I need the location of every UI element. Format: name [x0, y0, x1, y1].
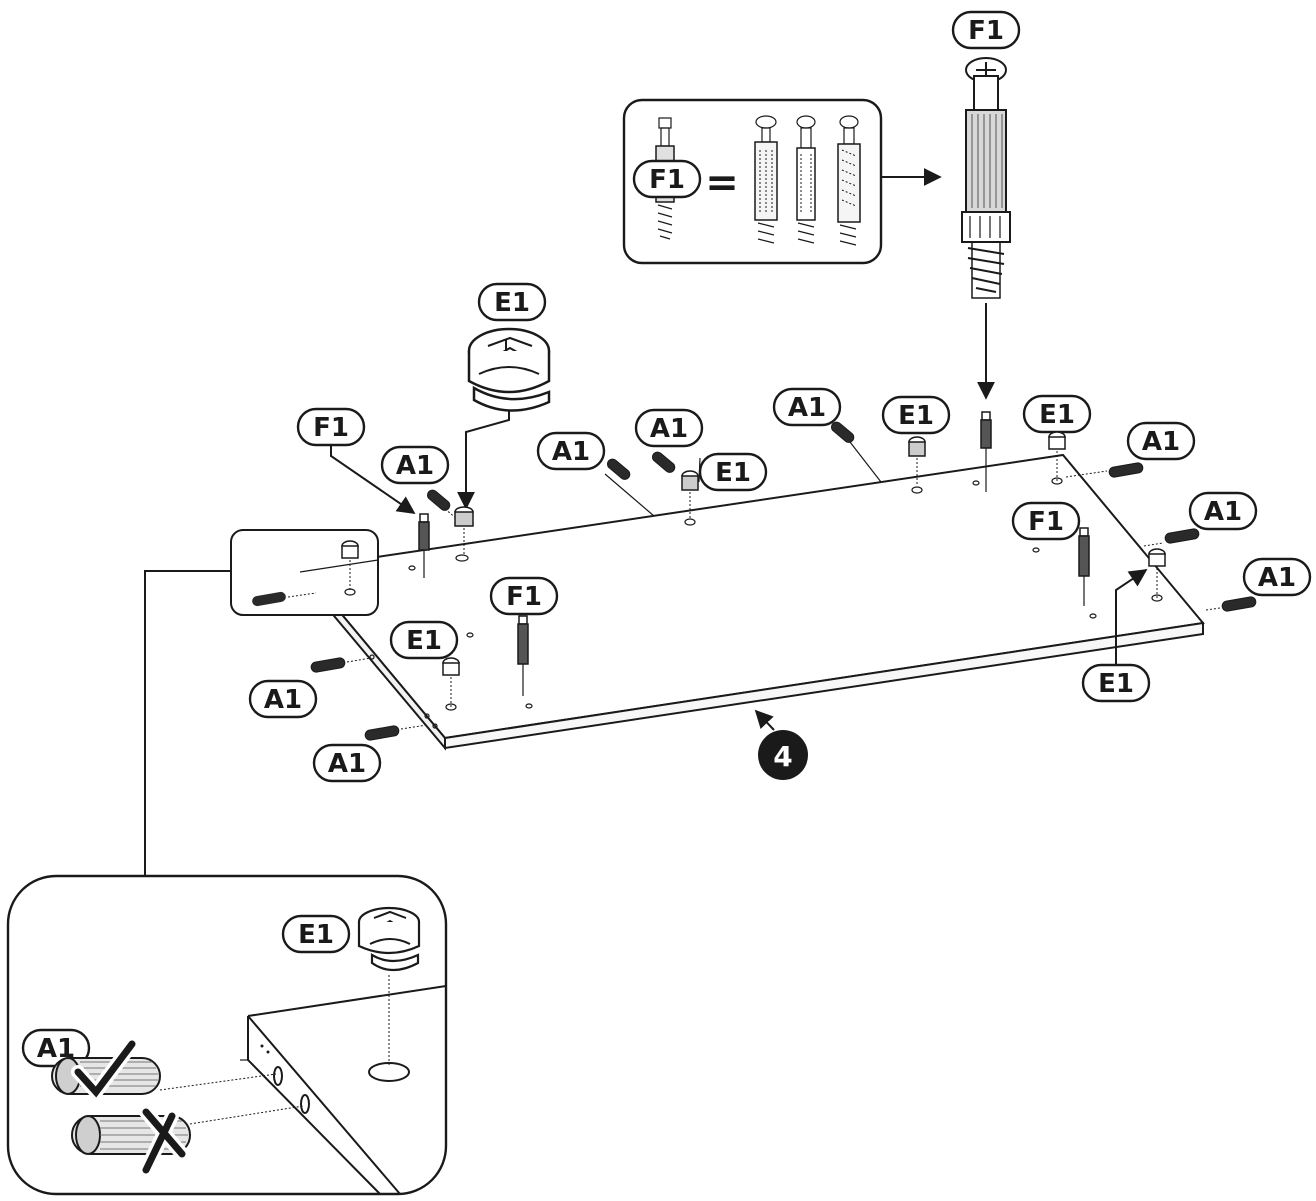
- corner-detail-callout: [230, 529, 379, 616]
- cross-mark-icon: [139, 1105, 189, 1177]
- svg-text:A1: A1: [328, 749, 366, 779]
- label-e1-4: E1: [1022, 394, 1092, 434]
- svg-text:F1: F1: [313, 413, 349, 443]
- small-bolts: [418, 411, 1090, 696]
- label-e1-3: E1: [881, 395, 951, 435]
- svg-text:4: 4: [773, 740, 792, 773]
- fitting-variant-1-icon: [754, 115, 778, 244]
- step-number-badge: 4: [758, 730, 808, 780]
- label-f1-right: F1: [1011, 501, 1081, 541]
- equals-sign: =: [705, 160, 739, 206]
- svg-text:F1: F1: [506, 582, 542, 612]
- svg-text:E1: E1: [715, 458, 751, 488]
- svg-text:A1: A1: [1204, 497, 1242, 527]
- fitting-variant-3-icon: [837, 115, 861, 246]
- label-e1-detail: E1: [281, 914, 351, 954]
- svg-text:A1: A1: [1142, 427, 1180, 457]
- label-a1-9: A1: [312, 743, 382, 783]
- svg-text:A1: A1: [788, 393, 826, 423]
- label-a1-1: A1: [380, 445, 450, 485]
- label-a1-8: A1: [248, 679, 318, 719]
- label-a1-5: A1: [1126, 421, 1196, 461]
- label-f1-center: F1: [489, 576, 559, 616]
- check-mark-icon: [71, 1037, 139, 1104]
- svg-text:E1: E1: [494, 288, 530, 318]
- label-a1-6: A1: [1188, 491, 1258, 531]
- fitting-variant-2-icon: [796, 115, 816, 244]
- cam-lock-icon: [467, 327, 551, 412]
- svg-text:E1: E1: [298, 920, 334, 950]
- cam-lock-detail-icon: [357, 906, 421, 1065]
- label-e1-upper: E1: [477, 282, 547, 322]
- label-f1-inset: F1: [632, 159, 702, 199]
- label-f1-left: F1: [296, 407, 366, 447]
- panel-holes: [344, 477, 1163, 711]
- svg-text:E1: E1: [406, 626, 442, 656]
- label-e1-5: E1: [389, 620, 459, 660]
- label-e1-2: E1: [698, 452, 768, 492]
- dowel-orientation-detail: E1 A1: [6, 874, 448, 1196]
- svg-text:A1: A1: [552, 437, 590, 467]
- svg-text:A1: A1: [264, 685, 302, 715]
- label-a1-4: A1: [772, 387, 842, 427]
- svg-text:A1: A1: [1258, 563, 1296, 593]
- label-f1-top: F1: [951, 10, 1021, 50]
- svg-text:F1: F1: [649, 165, 685, 195]
- svg-text:E1: E1: [1039, 400, 1075, 430]
- label-a1-3: A1: [634, 408, 704, 448]
- small-cams: [341, 431, 1166, 707]
- label-e1-right: E1: [1081, 663, 1151, 703]
- fitting-variants-inset: F1 =: [622, 98, 883, 265]
- label-a1-2: A1: [536, 431, 606, 471]
- cam-bolt-icon: [961, 57, 1011, 299]
- svg-text:E1: E1: [898, 401, 934, 431]
- svg-text:A1: A1: [396, 451, 434, 481]
- svg-text:F1: F1: [1028, 507, 1064, 537]
- svg-text:A1: A1: [650, 414, 688, 444]
- svg-text:F1: F1: [968, 16, 1004, 46]
- label-a1-7: A1: [1242, 557, 1312, 597]
- svg-text:E1: E1: [1098, 669, 1134, 699]
